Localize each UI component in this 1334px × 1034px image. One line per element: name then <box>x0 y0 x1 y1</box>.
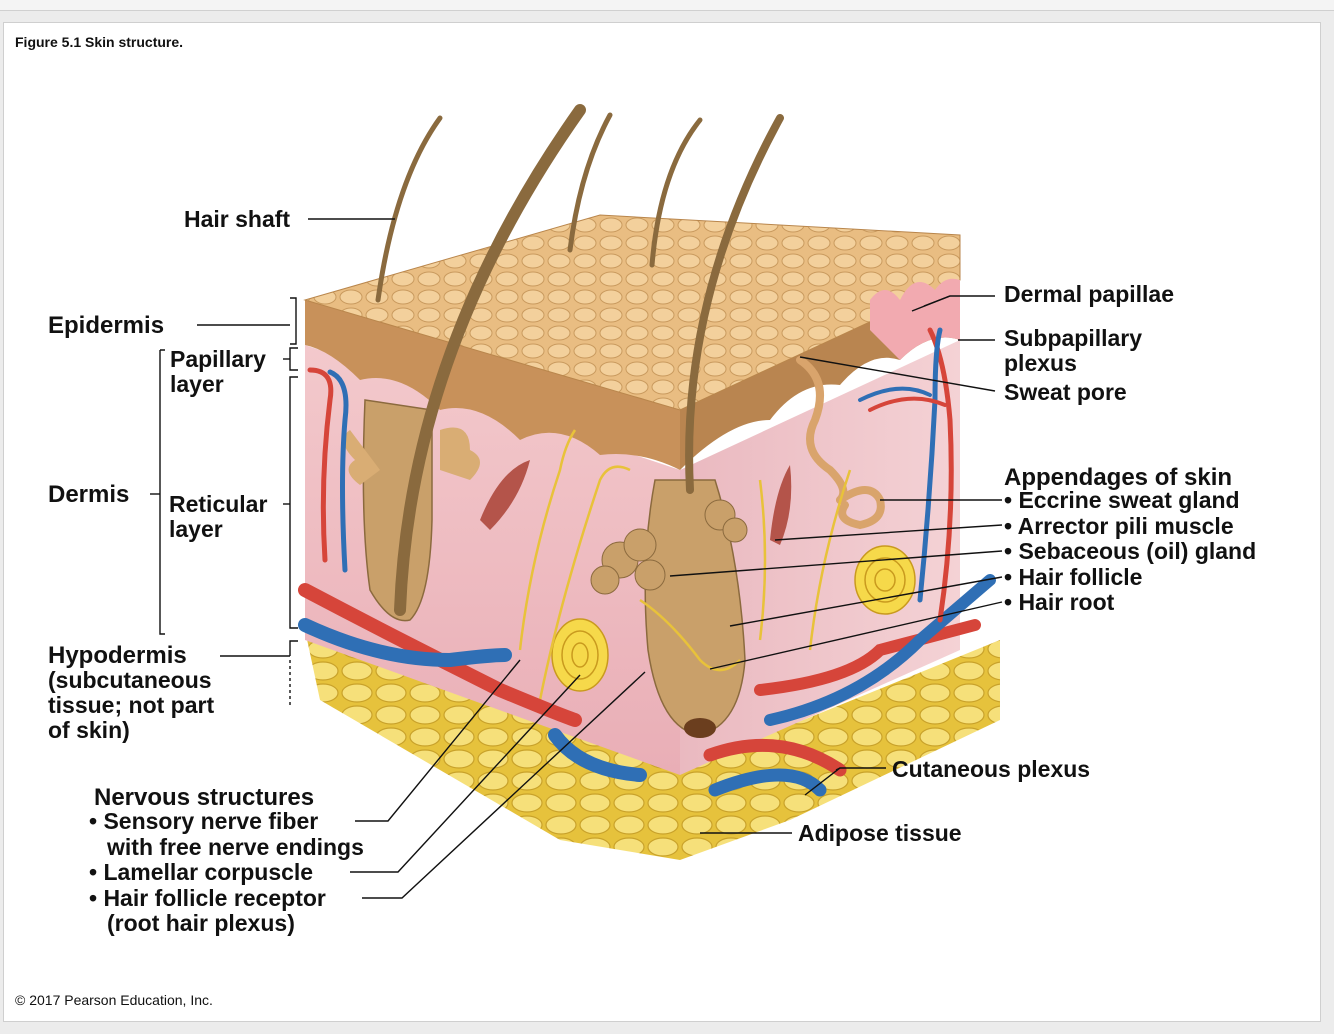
label-hair-shaft: Hair shaft <box>184 206 291 232</box>
label-dermal-papillae: Dermal papillae <box>1004 281 1175 307</box>
nervous-item-sensory-nerve-fiber: • Sensory nerve fiber <box>89 808 319 834</box>
copyright-notice: © 2017 Pearson Education, Inc. <box>15 992 213 1008</box>
nervous-structures-list: • Sensory nerve fiber with free nerve en… <box>89 808 364 936</box>
nervous-item-lamellar-corpuscle: • Lamellar corpuscle <box>89 859 314 885</box>
sebaceous-gland-illustration <box>590 499 748 595</box>
epidermis-top-surface <box>303 214 961 411</box>
nervous-item-hair-follicle-receptor: • Hair follicle receptor <box>89 884 326 911</box>
arrector-pili-muscle-left <box>480 460 530 530</box>
hairs <box>375 104 784 616</box>
leader-lines <box>150 218 1003 899</box>
adipose-tissue-illustration <box>305 630 1000 860</box>
label-dermis: Dermis <box>48 481 130 508</box>
appendage-arrector-pili-muscle: • Arrector pili muscle <box>1004 512 1234 539</box>
label-nervous-structures: Nervous structures <box>94 784 315 811</box>
appendage-eccrine-sweat-gland: • Eccrine sweat gland <box>1004 487 1240 513</box>
appendages-list: • Eccrine sweat gland • Arrector pili mu… <box>1004 487 1257 616</box>
label-epidermis: Epidermis <box>48 312 165 339</box>
blood-vessels <box>298 327 996 797</box>
label-adipose-tissue: Adipose tissue <box>798 820 962 846</box>
eccrine-sweat-gland-illustration <box>796 356 885 530</box>
label-subpapillary-plexus: Subpapillary plexus <box>1004 325 1143 376</box>
label-hypodermis: Hypodermis (subcutaneous tissue; not par… <box>48 642 215 743</box>
appendage-sebaceous-gland: • Sebaceous (oil) gland <box>1004 538 1257 564</box>
label-cutaneous-plexus: Cutaneous plexus <box>892 756 1091 782</box>
epidermis-front-band <box>305 300 680 470</box>
sensory-nerve-fibers <box>518 429 852 701</box>
lamellar-corpuscle-illustration <box>551 545 916 692</box>
arrector-pili-muscle-right <box>770 465 792 545</box>
label-papillary-layer: Papillary layer <box>170 346 266 397</box>
label-reticular-layer: Reticular layer <box>169 491 268 542</box>
figure-caption: Figure 5.1 Skin structure. <box>15 34 184 50</box>
label-sweat-pore: Sweat pore <box>1004 379 1127 405</box>
label-appendages-heading: Appendages of skin <box>1004 464 1233 491</box>
window-top-bar <box>0 0 1334 11</box>
dermal-papillae-illustration <box>870 278 960 360</box>
appendage-hair-follicle: • Hair follicle <box>1004 563 1143 590</box>
appendage-hair-root: • Hair root <box>1004 589 1115 615</box>
